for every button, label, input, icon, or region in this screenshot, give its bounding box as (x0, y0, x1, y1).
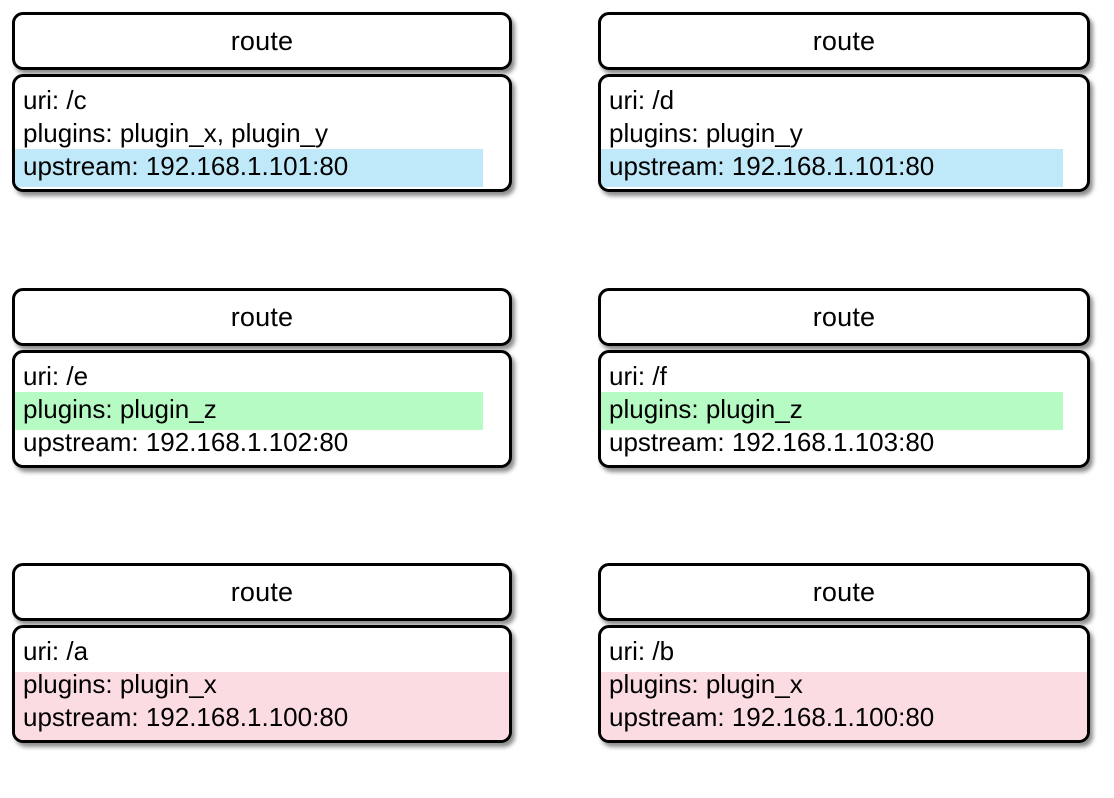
attribute-row-uri: uri: /e (15, 359, 509, 392)
attribute-label: uri: /f (609, 360, 667, 391)
card-title-label: route (812, 25, 876, 56)
highlight-band-pink (15, 672, 509, 740)
route-card-b[interactable]: route uri: /b plugins: plugin_x upstream… (598, 563, 1090, 743)
highlight-band-green (15, 392, 483, 430)
card-attribute-list: uri: /d plugins: plugin_y upstream: 192.… (598, 74, 1090, 192)
card-attribute-list: uri: /c plugins: plugin_x, plugin_y upst… (12, 74, 512, 192)
card-attribute-list: uri: /e plugins: plugin_z upstream: 192.… (12, 350, 512, 468)
route-card-e[interactable]: route uri: /e plugins: plugin_z upstream… (12, 288, 512, 468)
card-attribute-list: uri: /f plugins: plugin_z upstream: 192.… (598, 350, 1090, 468)
highlight-band-blue (15, 149, 483, 187)
attribute-row-plugins: plugins: plugin_x (15, 667, 509, 700)
route-card-d[interactable]: route uri: /d plugins: plugin_y upstream… (598, 12, 1090, 192)
attribute-row-uri: uri: /d (601, 83, 1087, 116)
attribute-label: uri: /d (609, 84, 675, 115)
attribute-label: plugins: plugin_x (609, 668, 803, 699)
attribute-label: upstream: 192.168.1.101:80 (609, 150, 935, 181)
card-title-label: route (230, 301, 294, 332)
attribute-label: plugins: plugin_y (609, 117, 803, 148)
attribute-label: plugins: plugin_x, plugin_y (23, 117, 328, 148)
attribute-label: upstream: 192.168.1.102:80 (23, 426, 349, 457)
highlight-band-green (601, 392, 1063, 430)
card-title-label: route (812, 576, 876, 607)
route-card-c[interactable]: route uri: /c plugins: plugin_x, plugin_… (12, 12, 512, 192)
route-card-a[interactable]: route uri: /a plugins: plugin_x upstream… (12, 563, 512, 743)
attribute-label: upstream: 192.168.1.103:80 (609, 426, 935, 457)
attribute-row-uri: uri: /c (15, 83, 509, 116)
card-title-header: route (598, 288, 1090, 346)
card-title-label: route (812, 301, 876, 332)
attribute-label: upstream: 192.168.1.101:80 (23, 150, 349, 181)
attribute-row-upstream: upstream: 192.168.1.102:80 (15, 425, 509, 458)
card-title-label: route (230, 576, 294, 607)
attribute-row-plugins: plugins: plugin_x (601, 667, 1087, 700)
card-title-label: route (230, 25, 294, 56)
card-title-header: route (12, 288, 512, 346)
attribute-row-upstream: upstream: 192.168.1.100:80 (601, 700, 1087, 733)
attribute-label: upstream: 192.168.1.100:80 (23, 701, 349, 732)
route-card-f[interactable]: route uri: /f plugins: plugin_z upstream… (598, 288, 1090, 468)
card-title-header: route (12, 12, 512, 70)
attribute-label: uri: /b (609, 635, 675, 666)
attribute-row-plugins: plugins: plugin_z (15, 392, 509, 425)
attribute-label: plugins: plugin_z (23, 393, 217, 424)
card-attribute-list: uri: /a plugins: plugin_x upstream: 192.… (12, 625, 512, 743)
card-attribute-list: uri: /b plugins: plugin_x upstream: 192.… (598, 625, 1090, 743)
attribute-label: uri: /c (23, 84, 87, 115)
attribute-label: uri: /a (23, 635, 89, 666)
attribute-row-uri: uri: /a (15, 634, 509, 667)
attribute-row-plugins: plugins: plugin_z (601, 392, 1087, 425)
attribute-label: plugins: plugin_x (23, 668, 217, 699)
attribute-row-uri: uri: /b (601, 634, 1087, 667)
attribute-row-upstream: upstream: 192.168.1.101:80 (601, 149, 1087, 182)
card-title-header: route (12, 563, 512, 621)
attribute-row-uri: uri: /f (601, 359, 1087, 392)
card-title-header: route (598, 563, 1090, 621)
attribute-label: uri: /e (23, 360, 89, 391)
attribute-label: upstream: 192.168.1.100:80 (609, 701, 935, 732)
attribute-row-plugins: plugins: plugin_y (601, 116, 1087, 149)
attribute-label: plugins: plugin_z (609, 393, 803, 424)
highlight-band-pink (601, 672, 1087, 740)
attribute-row-plugins: plugins: plugin_x, plugin_y (15, 116, 509, 149)
attribute-row-upstream: upstream: 192.168.1.100:80 (15, 700, 509, 733)
highlight-band-blue (601, 149, 1063, 187)
card-title-header: route (598, 12, 1090, 70)
attribute-row-upstream: upstream: 192.168.1.103:80 (601, 425, 1087, 458)
attribute-row-upstream: upstream: 192.168.1.101:80 (15, 149, 509, 182)
